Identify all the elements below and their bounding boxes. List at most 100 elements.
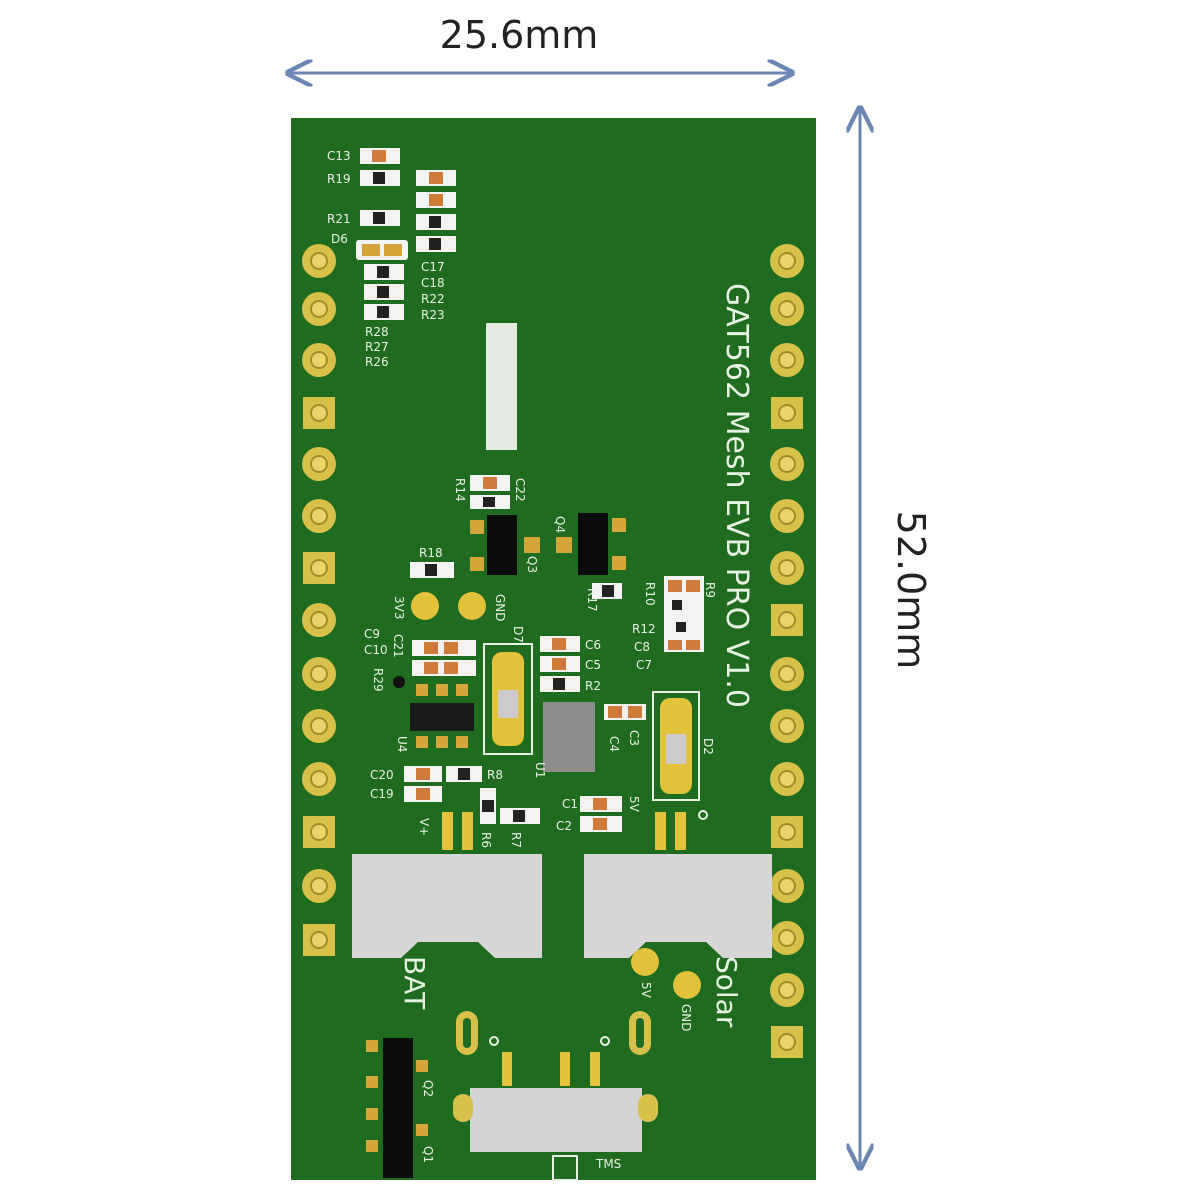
- right-header-hole-5: [778, 455, 796, 473]
- label-c19: C19: [370, 787, 394, 801]
- label-u4: U4: [395, 736, 409, 752]
- slide-switch-tab-right: [638, 1094, 658, 1122]
- solar-connector-pin-2: [675, 812, 686, 850]
- switch-via-left: [489, 1036, 499, 1046]
- right-header-hole-1: [778, 252, 796, 270]
- label-gnd-top: GND: [493, 594, 507, 622]
- label-c9: C9: [364, 627, 380, 641]
- label-c5: C5: [585, 658, 601, 672]
- solar-polarity-mark: [698, 810, 708, 820]
- left-header-hole-6: [310, 507, 328, 525]
- label-r29: R29: [371, 668, 385, 692]
- label-c18: C18: [421, 276, 445, 290]
- label-c2: C2: [556, 819, 572, 833]
- left-header-hole-9: [310, 665, 328, 683]
- right-header-hole-9: [778, 665, 796, 683]
- left-header-hole-10: [310, 717, 328, 735]
- right-header-hole-16: [778, 1033, 796, 1051]
- label-r7: R7: [509, 832, 523, 848]
- label-d6: D6: [331, 232, 348, 246]
- test-point-3v3: [411, 592, 439, 620]
- right-header-hole-14: [778, 929, 796, 947]
- label-vplus: V+: [417, 818, 431, 836]
- test-point-5v: [631, 948, 659, 976]
- label-c7: C7: [636, 658, 652, 672]
- label-r18: R18: [419, 546, 443, 560]
- label-c3: C3: [627, 730, 641, 746]
- right-header-hole-13: [778, 877, 796, 895]
- left-header-hole-11: [310, 770, 328, 788]
- u4-area: [393, 640, 476, 748]
- label-c10: C10: [364, 643, 388, 657]
- diode-d2-center: [666, 734, 686, 764]
- label-c1: C1: [562, 797, 578, 811]
- left-header-hole-4: [310, 404, 328, 422]
- right-header-pads: [770, 244, 804, 1058]
- solar-label: Solar: [710, 956, 743, 1028]
- right-header-hole-11: [778, 770, 796, 788]
- label-r2: R2: [585, 679, 601, 693]
- u1-chip: [543, 702, 595, 772]
- left-header-hole-14: [310, 931, 328, 949]
- label-c8: C8: [634, 640, 650, 654]
- left-header-hole-5: [310, 455, 328, 473]
- label-q4: Q4: [553, 516, 567, 533]
- right-header-hole-12: [778, 823, 796, 841]
- width-dimension-label: 25.6mm: [440, 13, 599, 57]
- label-c20: C20: [370, 768, 394, 782]
- label-r10: R10: [643, 582, 657, 606]
- bat-connector-pin-2: [462, 812, 473, 850]
- label-q1: Q1: [421, 1146, 435, 1163]
- switch-mount-slot-right-hole: [636, 1018, 644, 1048]
- label-c4: C4: [607, 736, 621, 752]
- test-point-gnd-top: [458, 592, 486, 620]
- bat-label: BAT: [398, 956, 431, 1010]
- label-r21: R21: [327, 212, 351, 226]
- right-header-hole-3: [778, 351, 796, 369]
- right-header-hole-15: [778, 981, 796, 999]
- label-d7: D7: [511, 626, 525, 643]
- label-c17: C17: [421, 260, 445, 274]
- left-header-hole-13: [310, 877, 328, 895]
- label-d2: D2: [701, 738, 715, 755]
- right-header-hole-7: [778, 559, 796, 577]
- bat-connector-pin-1: [442, 812, 453, 850]
- switch-mount-slot-left-hole: [463, 1018, 471, 1048]
- antenna-strip: [486, 323, 517, 450]
- bat-connector-housing: [352, 854, 542, 958]
- right-header-hole-8: [778, 611, 796, 629]
- label-tms: TMS: [595, 1157, 621, 1171]
- switch-pin-1: [502, 1052, 512, 1086]
- right-header-hole-4: [778, 404, 796, 422]
- top-left-components: [356, 148, 456, 320]
- board-title: GAT562 Mesh EVB PRO V1.0: [719, 283, 754, 708]
- q1-q2-area: [366, 1038, 428, 1178]
- left-header-hole-12: [310, 823, 328, 841]
- label-c6: C6: [585, 638, 601, 652]
- test-point-gnd-bottom: [673, 971, 701, 999]
- right-header-hole-2: [778, 300, 796, 318]
- label-gnd-small: GND: [679, 1004, 693, 1032]
- label-r6: R6: [479, 832, 493, 848]
- diode-d2: [652, 691, 700, 801]
- label-c21: C21: [391, 634, 405, 658]
- label-u1: U1: [533, 762, 547, 778]
- label-5v-small: 5V: [639, 982, 653, 999]
- label-r23: R23: [421, 308, 445, 322]
- label-r19: R19: [327, 172, 351, 186]
- label-r27: R27: [365, 340, 389, 354]
- slide-switch-body: [470, 1088, 642, 1152]
- right-header-hole-6: [778, 507, 796, 525]
- label-r8: R8: [487, 768, 503, 782]
- left-header-hole-2: [310, 300, 328, 318]
- label-q3: Q3: [525, 556, 539, 573]
- left-header-hole-7: [310, 559, 328, 577]
- height-dimension-label: 52.0mm: [889, 511, 933, 670]
- label-q2: Q2: [421, 1080, 435, 1097]
- right-header-hole-10: [778, 717, 796, 735]
- label-5v: 5V: [627, 796, 641, 813]
- left-header-hole-3: [310, 351, 328, 369]
- lower-left-components: [404, 766, 540, 824]
- label-c13: C13: [327, 149, 351, 163]
